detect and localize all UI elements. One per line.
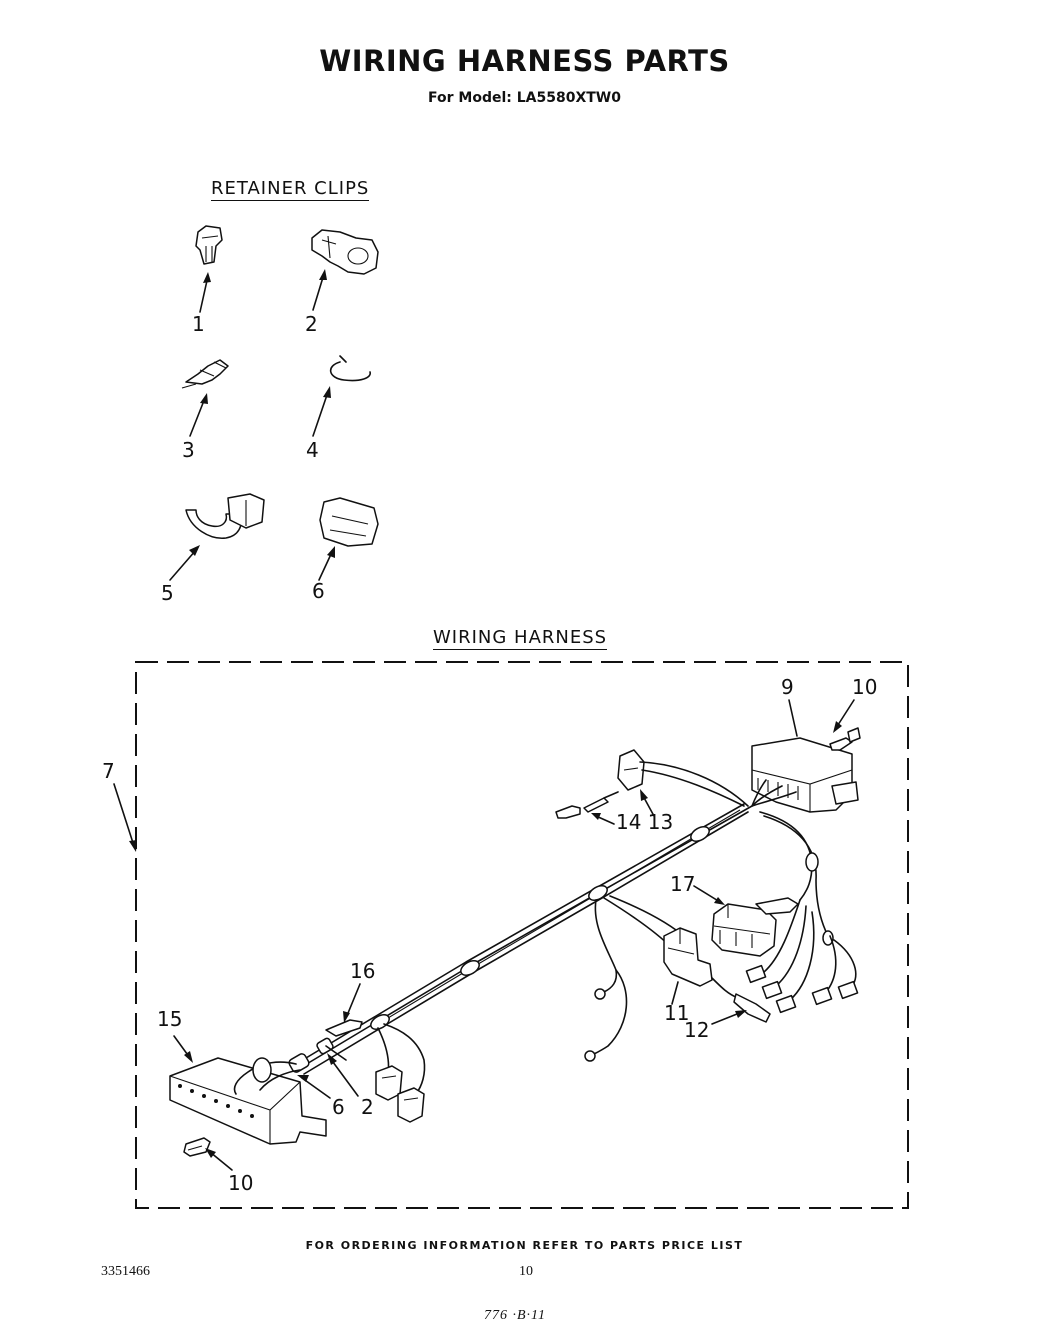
callout-10-upper-label: 10 xyxy=(852,675,877,699)
tie-right-low xyxy=(822,930,834,946)
clip-4-label: 4 xyxy=(306,438,319,462)
callout-12-label: 12 xyxy=(684,1018,709,1042)
clip-3-arrowhead xyxy=(200,393,208,404)
ring-terminal-a xyxy=(594,988,606,1000)
part-9-connector-block xyxy=(751,737,859,813)
wire-9b xyxy=(751,785,783,807)
wire-branch-11a xyxy=(603,897,673,949)
tie-right xyxy=(805,852,819,872)
clip-2-arrowhead xyxy=(319,269,327,280)
callout-17-label: 17 xyxy=(670,872,695,896)
wire-9c xyxy=(751,791,797,807)
callout-6-arrowhead xyxy=(297,1075,309,1082)
callout-13-arrowhead xyxy=(640,789,648,801)
retainer-clips-heading: RETAINER CLIPS xyxy=(211,178,370,201)
callout-10-lower-arrowhead xyxy=(205,1148,216,1158)
callout-15-label: 15 xyxy=(157,1007,182,1031)
part-14-terminal xyxy=(555,791,619,819)
callout-16-arrowhead xyxy=(343,1011,350,1023)
callout-6-leader xyxy=(301,1077,331,1099)
callout-17-arrowhead xyxy=(714,897,725,905)
callout-2-leader xyxy=(329,1057,359,1097)
callout-2-label: 2 xyxy=(361,1095,374,1119)
clip-5-label: 5 xyxy=(161,581,174,605)
clip-6-arrowhead xyxy=(327,546,335,558)
clip-5-leader xyxy=(169,549,197,581)
clip-3-drawing xyxy=(181,359,229,389)
part-11-switch xyxy=(663,927,713,987)
callout-16-leader xyxy=(345,983,361,1019)
callout-16-label: 16 xyxy=(350,959,375,983)
wire-13a xyxy=(639,761,749,807)
wire-13b xyxy=(641,769,745,807)
left-plug-drawing xyxy=(375,1065,425,1123)
clip-1-arrowhead xyxy=(203,272,211,283)
clip-2-drawing xyxy=(311,229,379,275)
clip-2-on-harness xyxy=(316,1037,347,1061)
clip-3-label: 3 xyxy=(182,438,195,462)
callout-10-lower-leader xyxy=(209,1151,233,1171)
ground-wire-a xyxy=(594,899,618,993)
callout-15-arrowhead xyxy=(184,1051,193,1063)
clip-5-arrowhead xyxy=(189,545,200,556)
clip-2-label: 2 xyxy=(305,312,318,336)
document-number: 3351466 xyxy=(101,1264,150,1279)
clip-4-arrowhead xyxy=(323,386,331,398)
part-13-plug xyxy=(617,749,645,791)
page-number: 10 xyxy=(519,1264,533,1279)
clip-6-leader xyxy=(318,551,333,581)
callout-7-label: 7 xyxy=(102,759,115,783)
part-15-terminal-block xyxy=(169,1057,327,1145)
part-12-terminal xyxy=(711,977,771,1023)
clip-4-drawing xyxy=(329,355,371,382)
clip-6-drawing xyxy=(319,497,379,547)
callout-7-leader xyxy=(113,783,135,847)
callout-14-arrowhead xyxy=(591,813,601,820)
wire-branch-left-a xyxy=(383,1023,426,1095)
harness-frame xyxy=(135,661,909,1209)
part-17-connector xyxy=(711,897,799,957)
callout-2-arrowhead xyxy=(327,1053,337,1065)
clip-6-label: 6 xyxy=(312,579,325,603)
part-16-tie-strap xyxy=(325,1019,363,1037)
callout-10-upper-leader xyxy=(835,699,855,729)
callout-7-arrowhead xyxy=(129,840,137,852)
part-10-terminal-upper xyxy=(829,727,861,751)
ordering-note: FOR ORDERING INFORMATION REFER TO PARTS … xyxy=(305,1239,744,1252)
callout-17-leader xyxy=(693,885,721,903)
callout-10-lower-label: 10 xyxy=(228,1171,253,1195)
wire-branch-right-b xyxy=(763,815,829,937)
harness-bundle xyxy=(295,803,753,1075)
page-title: WIRING HARNESS PARTS xyxy=(319,44,730,78)
callout-9-leader xyxy=(788,699,798,737)
callout-10-upper-arrowhead xyxy=(833,721,842,733)
spade-terminals-right xyxy=(745,899,859,1014)
callout-12-arrowhead xyxy=(735,1010,747,1018)
wiring-harness-heading: WIRING HARNESS xyxy=(433,627,608,650)
part-10-terminal-lower xyxy=(183,1137,211,1157)
ground-wire-b xyxy=(593,969,628,1055)
callout-11-label: 11 xyxy=(664,1001,689,1025)
model-subtitle: For Model: LA5580XTW0 xyxy=(428,90,621,106)
clip-4-leader xyxy=(312,391,329,437)
wire-9a xyxy=(751,779,767,807)
clip-6-on-harness xyxy=(288,1053,310,1073)
callout-11-leader xyxy=(671,981,679,1005)
ring-terminal-b xyxy=(584,1050,596,1062)
clip-3-leader xyxy=(189,397,206,437)
clip-1-drawing xyxy=(195,225,223,265)
clip-5-drawing xyxy=(185,493,265,539)
callout-9-label: 9 xyxy=(781,675,794,699)
callout-14-13-label: 14 13 xyxy=(616,810,673,834)
handwritten-note: 776 ·B·11 xyxy=(484,1308,547,1323)
clip-1-label: 1 xyxy=(192,312,205,336)
callout-6-label: 6 xyxy=(332,1095,345,1119)
